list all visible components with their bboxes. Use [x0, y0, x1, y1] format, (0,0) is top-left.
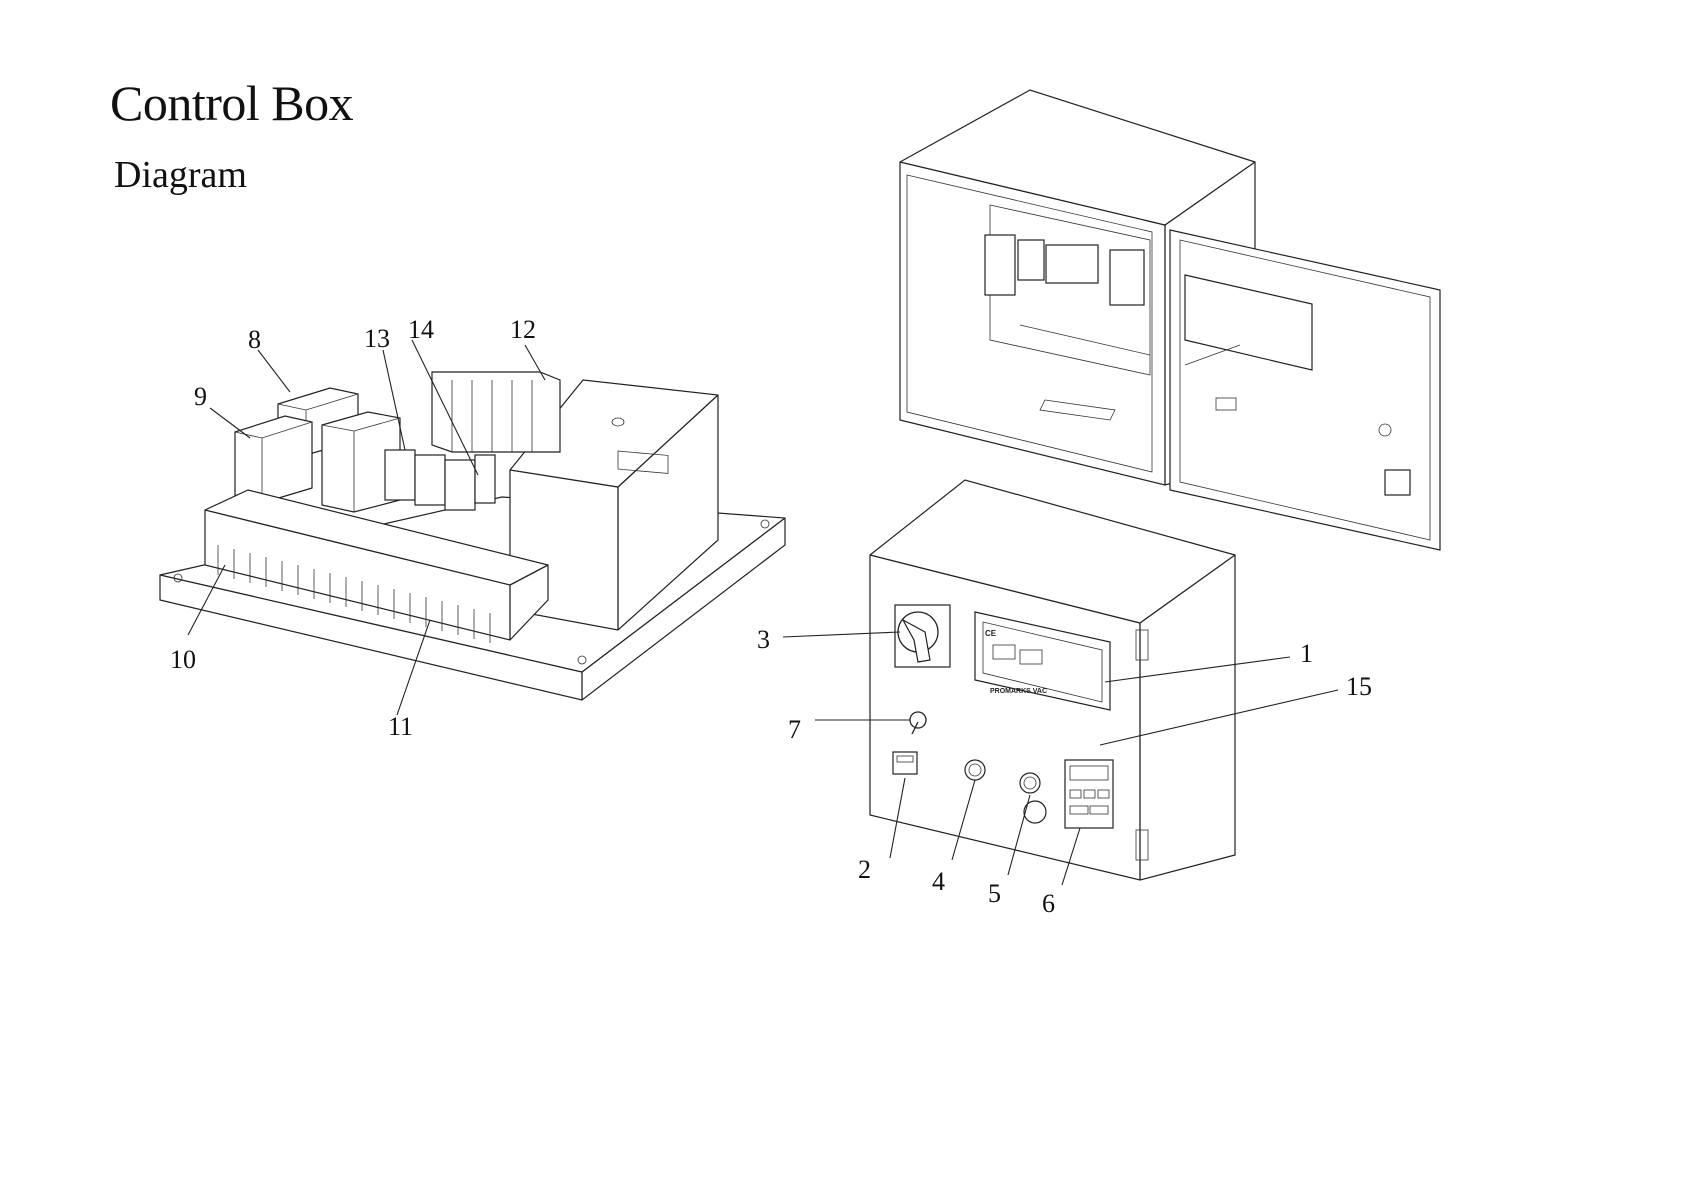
callout-7: 7 [788, 715, 801, 744]
callout-12: 12 [510, 315, 536, 344]
callout-3: 3 [757, 625, 770, 654]
callout-5: 5 [988, 879, 1001, 908]
callout-14: 14 [408, 315, 434, 344]
mounting-plate-assembly [160, 372, 785, 700]
closed-enclosure: PROMARKS VAC CE [870, 480, 1235, 880]
callout-2: 2 [858, 855, 871, 884]
callout-1: 1 [1300, 639, 1313, 668]
callout-6: 6 [1042, 889, 1055, 918]
callout-15: 15 [1346, 672, 1372, 701]
callout-4: 4 [932, 867, 945, 896]
callout-10: 10 [170, 645, 196, 674]
open-enclosure [900, 90, 1440, 550]
ce-mark: CE [985, 629, 997, 638]
callout-13: 13 [364, 324, 390, 353]
callout-8: 8 [248, 325, 261, 354]
callout-9: 9 [194, 382, 207, 411]
panel-brand-text: PROMARKS VAC [990, 688, 1047, 695]
callout-11: 11 [388, 712, 413, 741]
